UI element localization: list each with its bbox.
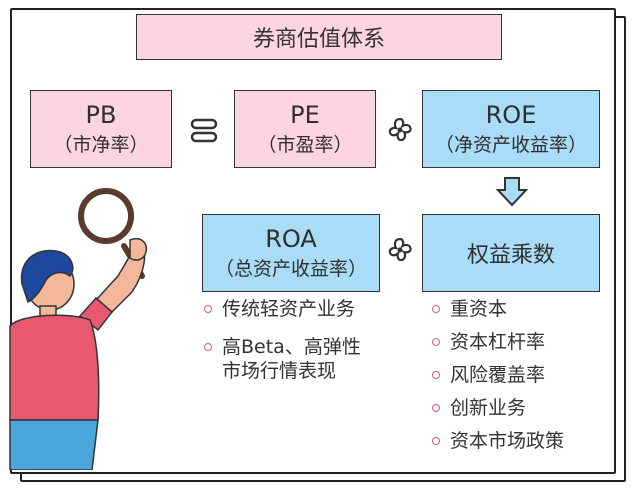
list-item-text: 传统轻资产业务 <box>222 298 356 320</box>
list-item: 传统轻资产业务 <box>200 298 400 320</box>
down-arrow-icon <box>496 177 528 207</box>
leverage-points-list: 重资本 资本杠杆率 风险覆盖率 创新业务 资本市场政策 <box>428 298 608 452</box>
diagram-title-text: 券商估值体系 <box>252 27 385 52</box>
list-item: 高Beta、高弹性 <box>200 336 400 358</box>
list-item-text: 市场行情表现 <box>222 360 337 382</box>
multiply-icon <box>388 117 412 142</box>
roa-points-list: 传统轻资产业务 高Beta、高弹性 市场行情表现 <box>200 298 400 382</box>
list-item: 重资本 <box>428 298 608 320</box>
list-item-text: 高Beta、高弹性 <box>222 336 361 358</box>
node-roe-sub: （净资产收益率） <box>434 134 587 156</box>
list-item-text: 风险覆盖率 <box>450 364 546 386</box>
list-item: 创新业务 <box>428 397 608 419</box>
bullet-dot <box>204 343 212 351</box>
equals-icon <box>190 118 218 143</box>
list-item-text: 资本市场政策 <box>450 430 565 452</box>
bullet-dot <box>204 305 212 313</box>
list-item: 市场行情表现 <box>200 360 400 382</box>
multiply-icon-2 <box>388 237 412 262</box>
list-item-text: 创新业务 <box>450 397 527 419</box>
node-equity-multiplier-label: 权益乘数 <box>466 243 555 268</box>
node-roe-main: ROE <box>485 101 537 129</box>
list-item-text: 资本杠杆率 <box>450 331 546 353</box>
node-pe-sub: （市盈率） <box>257 134 353 156</box>
node-pe-main: PE <box>290 101 320 129</box>
node-pb: PB （市净率） <box>30 90 172 168</box>
bullet-dot <box>432 371 440 379</box>
bullet-dot <box>432 338 440 346</box>
diagram-title: 券商估值体系 <box>136 14 502 60</box>
node-roa-sub: （总资产收益率） <box>214 258 367 280</box>
node-pb-sub: （市净率） <box>53 134 149 156</box>
bullet-dot <box>432 437 440 445</box>
magnifier-icon <box>78 188 134 244</box>
person-with-magnifier-illustration <box>9 188 148 470</box>
node-roa: ROA （总资产收益率） <box>202 214 380 292</box>
list-item: 资本杠杆率 <box>428 331 608 353</box>
list-item-text: 重资本 <box>450 298 508 320</box>
node-roe: ROE （净资产收益率） <box>422 90 600 168</box>
node-pb-main: PB <box>85 101 117 129</box>
bullet-dot <box>432 404 440 412</box>
node-pe: PE （市盈率） <box>234 90 376 168</box>
list-item: 资本市场政策 <box>428 430 608 452</box>
bullet-dot <box>432 305 440 313</box>
node-roa-main: ROA <box>265 225 317 253</box>
node-equity-multiplier: 权益乘数 <box>422 214 600 292</box>
list-item: 风险覆盖率 <box>428 364 608 386</box>
